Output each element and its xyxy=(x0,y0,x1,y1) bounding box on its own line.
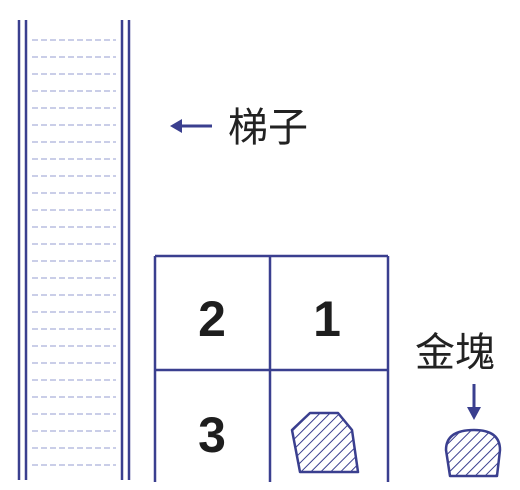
gold-nugget-icon xyxy=(290,411,360,474)
gold-label: 金塊 xyxy=(415,330,495,376)
room-grid xyxy=(153,254,390,482)
ladder-icon xyxy=(17,20,131,480)
cell-1-number: 1 xyxy=(313,291,341,347)
arrow-down-icon xyxy=(467,384,481,420)
arrow-left-icon xyxy=(170,119,212,133)
ladder-label: 梯子 xyxy=(228,105,308,151)
cell-2-number: 2 xyxy=(198,291,226,347)
cell-3-number: 3 xyxy=(198,407,226,463)
gold-nugget-icon-outside xyxy=(444,428,502,478)
ladder-rungs xyxy=(32,39,116,466)
